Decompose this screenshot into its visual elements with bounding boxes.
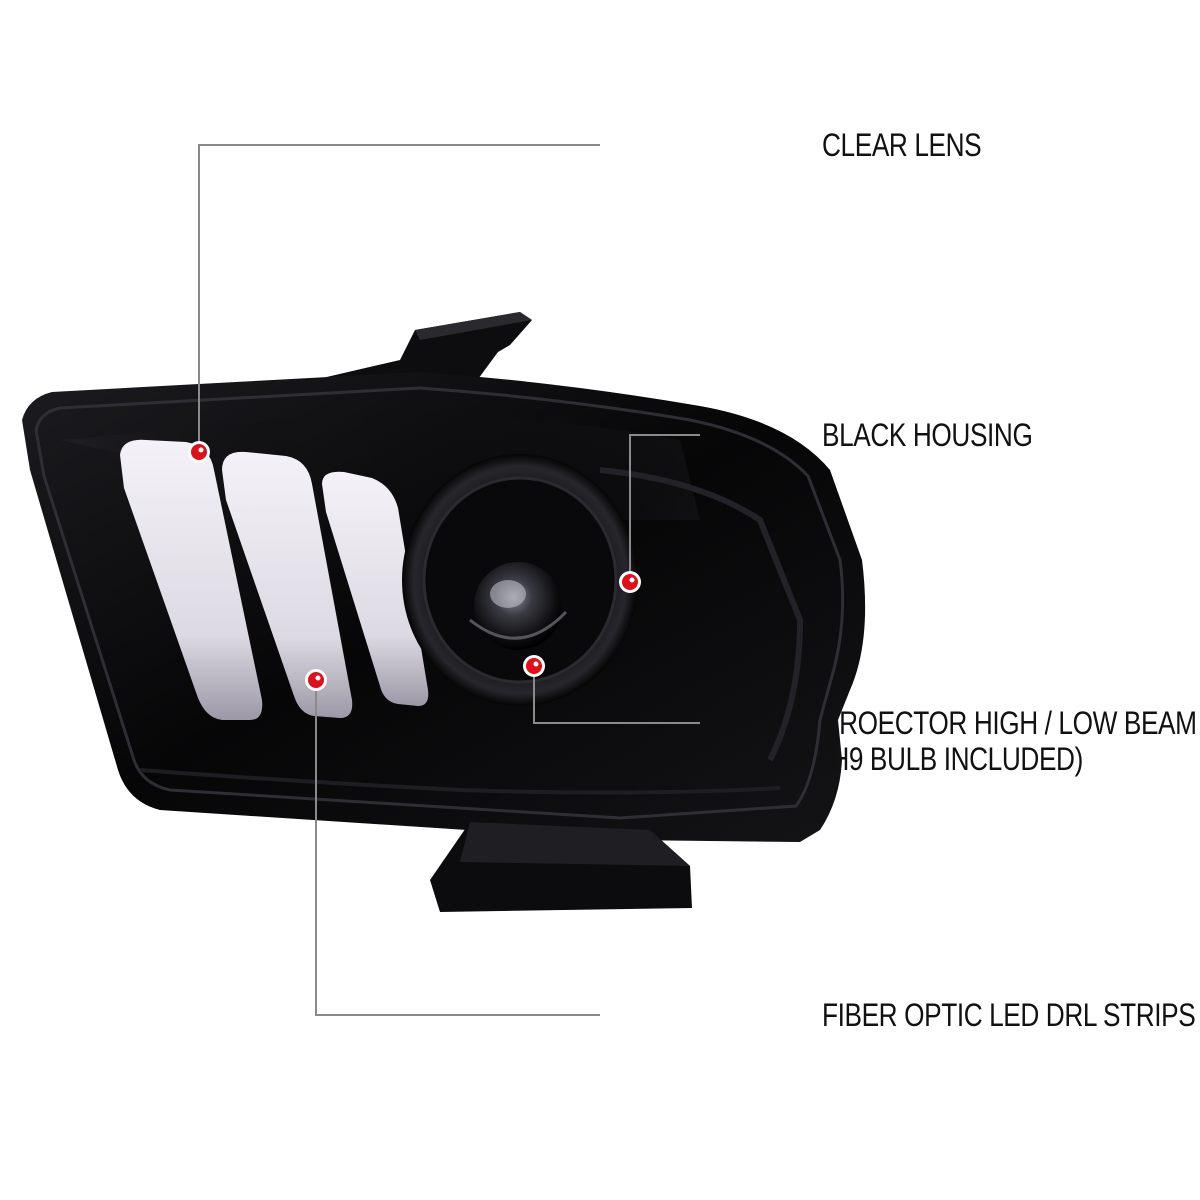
red-dot-marker-icon — [188, 441, 210, 463]
drl-strip-3 — [322, 471, 429, 706]
callout-drl-strips: FIBER OPTIC LED DRL STRIPS — [822, 997, 1196, 1033]
red-dot-marker-icon — [305, 669, 327, 691]
projector-assembly — [402, 454, 638, 706]
callout-black-housing: BLACK HOUSING — [822, 417, 1033, 453]
drl-strip-1 — [120, 439, 263, 720]
drl-strip-2 — [222, 451, 353, 718]
callout-text: PROECTOR HIGH / LOW BEAM — [822, 705, 1197, 741]
callout-clear-lens: CLEAR LENS — [822, 127, 982, 163]
leader-lines — [198, 144, 808, 1016]
callout-text: CLEAR LENS — [822, 127, 982, 163]
callout-subtext: (H9 BULB INCLUDED) — [822, 741, 1083, 777]
red-dot-marker-icon — [523, 655, 545, 677]
red-dot-marker-icon — [619, 571, 641, 593]
callout-text: BLACK HOUSING — [822, 417, 1033, 453]
drl-strips — [120, 439, 429, 720]
callout-projector-beam: PROECTOR HIGH / LOW BEAM (H9 BULB INCLUD… — [822, 705, 1197, 777]
callout-text: FIBER OPTIC LED DRL STRIPS — [822, 997, 1196, 1033]
callout-markers — [188, 441, 641, 691]
